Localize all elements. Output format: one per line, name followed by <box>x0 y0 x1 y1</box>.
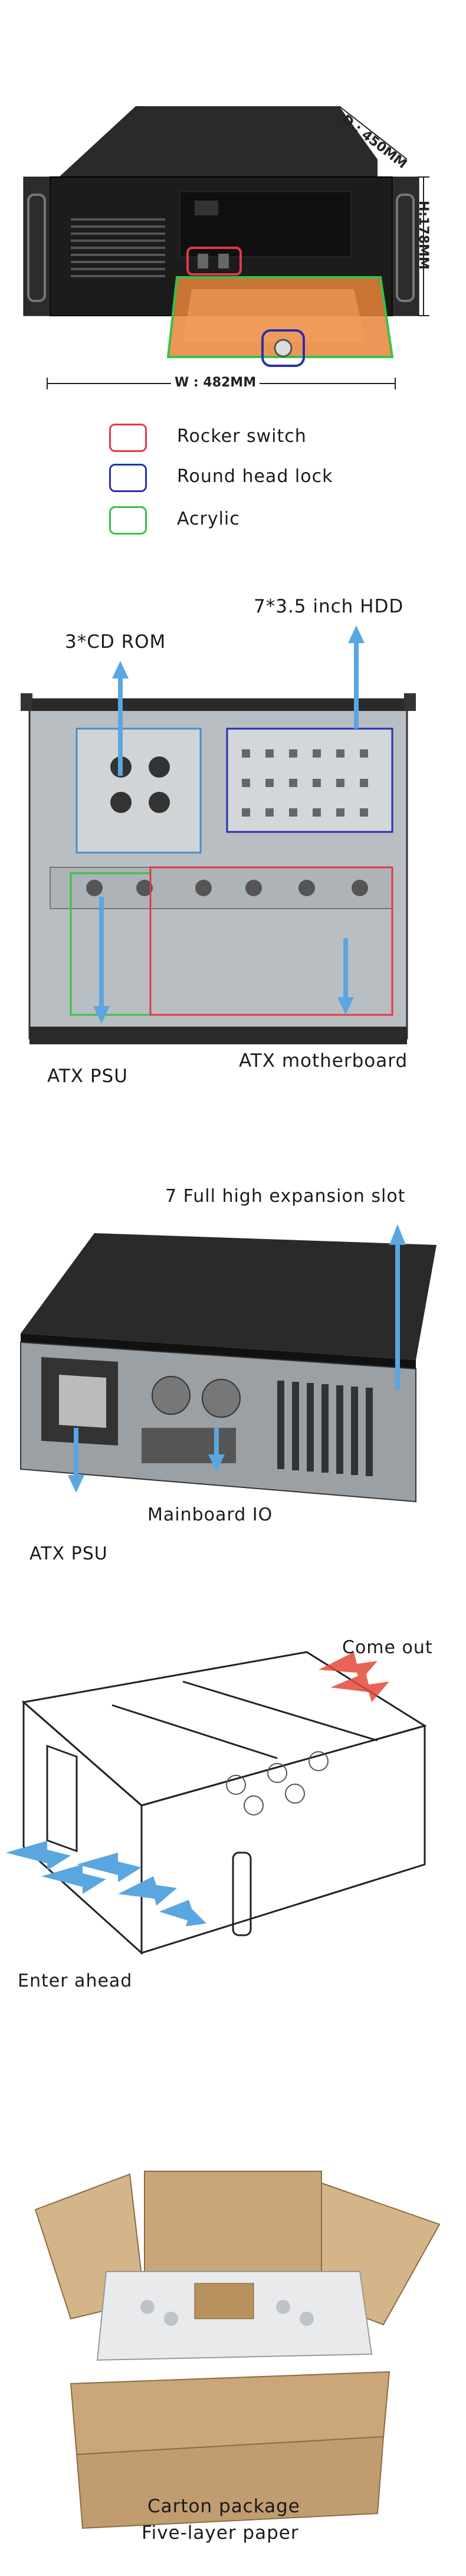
carton-package-image <box>34 2171 441 2529</box>
label-atx-psu: ATX PSU <box>47 1066 128 1087</box>
carton-section: Carton package Five-layer paper <box>0 2106 466 2576</box>
rear-view-section: 7 Full high expansion slot Mainboard IO … <box>0 1168 466 1617</box>
legend-label-round-head-lock: Round head lock <box>177 466 333 487</box>
width-label: W : 482MM <box>171 375 260 390</box>
caption-carton-package: Carton package <box>147 2496 300 2517</box>
caption-five-layer-paper: Five-layer paper <box>142 2522 299 2544</box>
interior-view-section: 3*CD ROM 7*3.5 inch HDD ATX PSU ATX moth… <box>0 578 466 1168</box>
label-expansion-slot: 7 Full high expansion slot <box>165 1186 406 1207</box>
chassis-interior-image <box>21 625 416 1044</box>
legend-label-rocker-switch: Rocker switch <box>177 426 307 447</box>
label-come-out: Come out <box>342 1637 433 1658</box>
chassis-rear-image <box>20 1224 437 1503</box>
label-hdd: 7*3.5 inch HDD <box>254 596 404 617</box>
airflow-sketch-image <box>6 1651 427 1955</box>
label-mainboard-io: Mainboard IO <box>147 1505 273 1525</box>
label-atx-motherboard: ATX motherboard <box>239 1050 408 1071</box>
label-rear-atx-psu: ATX PSU <box>29 1543 108 1564</box>
airflow-section: Come out Enter ahead <box>0 1617 466 2106</box>
label-enter-ahead: Enter ahead <box>18 1971 133 1991</box>
front-view-section: D : 450MM H:178MM W : 482MM Rocker switc… <box>0 0 466 578</box>
legend-swatch-green <box>109 506 147 535</box>
legend-swatch-blue <box>109 464 147 492</box>
legend-swatch-red <box>109 424 147 452</box>
legend-label-acrylic: Acrylic <box>177 509 240 529</box>
label-cd-rom: 3*CD ROM <box>65 631 166 653</box>
height-label: H:178MM <box>416 201 431 270</box>
chassis-front-image <box>23 106 429 389</box>
